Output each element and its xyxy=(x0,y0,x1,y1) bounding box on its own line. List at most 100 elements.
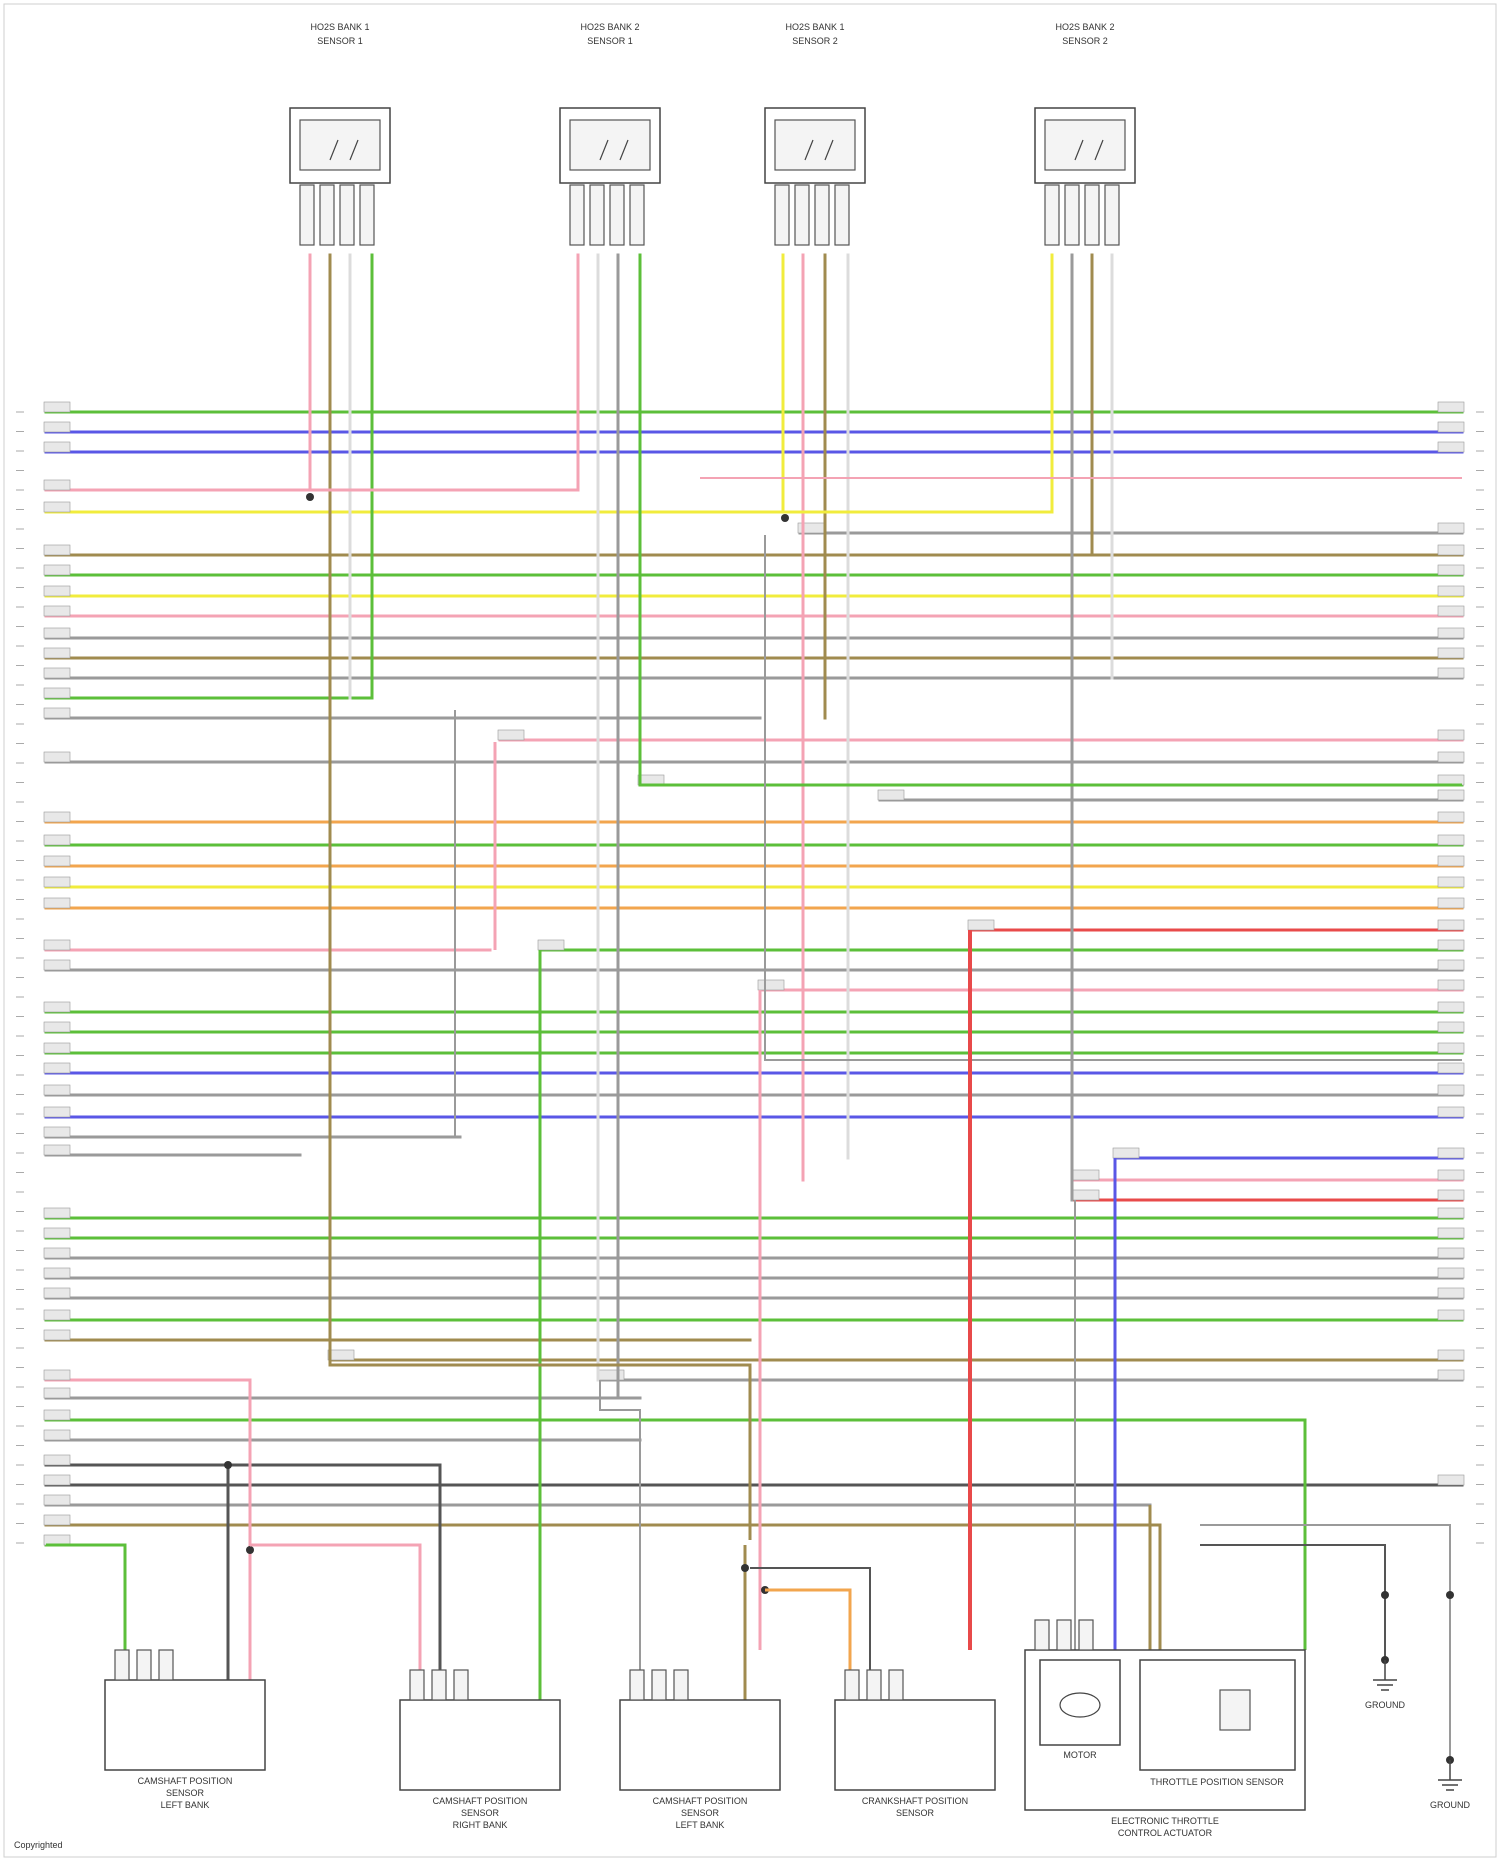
throttle-actuator-label-line-1: ELECTRONIC THROTTLE xyxy=(1111,1816,1219,1826)
wire-tag-right-1 xyxy=(1438,402,1464,412)
wire-tag-left-39 xyxy=(1073,1170,1099,1180)
wire-tag-left-43 xyxy=(44,1248,70,1258)
o2-sensor-1-pin-3 xyxy=(340,185,354,245)
o2-sensor-1-pin-2 xyxy=(320,185,334,245)
throttle-actuator-pin-3 xyxy=(1079,1620,1093,1650)
ground-1-label-line-1: GROUND xyxy=(1365,1700,1405,1710)
wire-tag-left-41 xyxy=(44,1208,70,1218)
o2-sensor-3-pin-1 xyxy=(775,185,789,245)
wire-tag-right-46 xyxy=(1438,1310,1464,1320)
wire-tag-right-35 xyxy=(1438,1107,1464,1117)
wire-tag-left-8 xyxy=(44,565,70,575)
wire-tag-left-30 xyxy=(44,1002,70,1012)
wire-tag-left-19 xyxy=(878,790,904,800)
wire-tag-left-26 xyxy=(44,940,70,950)
throttle-actuator-pin-2 xyxy=(1057,1620,1071,1650)
wire-tag-left-9 xyxy=(44,586,70,596)
camshaft-sensor-right-intake-pin-2 xyxy=(432,1670,446,1700)
wire-tag-right-30 xyxy=(1438,1002,1464,1012)
wire-tag-right-42 xyxy=(1438,1228,1464,1238)
wire-tag-left-33 xyxy=(44,1063,70,1073)
wire-tag-right-38 xyxy=(1438,1148,1464,1158)
camshaft-sensor-right-intake-label-line-3: RIGHT BANK xyxy=(453,1820,508,1830)
wire-tag-right-31 xyxy=(1438,1022,1464,1032)
wire-tag-left-7 xyxy=(44,545,70,555)
wire-tag-left-44 xyxy=(44,1268,70,1278)
camshaft-sensor-left-pin-3 xyxy=(159,1650,173,1680)
wire-tag-left-14 xyxy=(44,688,70,698)
crankshaft-sensor-label-line-2: SENSOR xyxy=(896,1808,935,1818)
wire-tag-left-13 xyxy=(44,668,70,678)
ground-2-label-line-1: GROUND xyxy=(1430,1800,1470,1810)
wire-tag-right-24 xyxy=(1438,898,1464,908)
throttle-actuator-pin-1 xyxy=(1035,1620,1049,1650)
crankshaft-sensor-label-line-1: CRANKSHAFT POSITION xyxy=(862,1796,968,1806)
camshaft-sensor-left-intake-pin-3 xyxy=(674,1670,688,1700)
wire-tag-left-27 xyxy=(538,940,564,950)
wire-tag-right-34 xyxy=(1438,1085,1464,1095)
wire-tag-left-17 xyxy=(44,752,70,762)
wire-tag-right-33 xyxy=(1438,1063,1464,1073)
wire-tag-right-9 xyxy=(1438,586,1464,596)
o2-sensor-1-label-line-2: SENSOR 1 xyxy=(317,36,363,46)
camshaft-sensor-left-label-line-1: CAMSHAFT POSITION xyxy=(138,1776,233,1786)
wire-tag-left-42 xyxy=(44,1228,70,1238)
wire-tag-right-19 xyxy=(1438,790,1464,800)
splice-dot-1 xyxy=(306,493,314,501)
o2-sensor-2-pin-4 xyxy=(630,185,644,245)
wire-tag-left-10 xyxy=(44,606,70,616)
wire-tag-right-23 xyxy=(1438,877,1464,887)
tps-label: THROTTLE POSITION SENSOR xyxy=(1150,1777,1284,1787)
watermark: Copyrighted xyxy=(14,1840,63,1850)
camshaft-sensor-left-intake-label-line-2: SENSOR xyxy=(681,1808,720,1818)
camshaft-sensor-right-intake-pin-1 xyxy=(410,1670,424,1700)
o2-sensor-4-pin-2 xyxy=(1065,185,1079,245)
wire-tag-right-48 xyxy=(1438,1350,1464,1360)
splice-dot-5 xyxy=(741,1564,749,1572)
camshaft-sensor-right-intake-label-line-2: SENSOR xyxy=(461,1808,500,1818)
o2-sensor-2-pin-2 xyxy=(590,185,604,245)
wire-tag-left-51 xyxy=(44,1388,70,1398)
o2-sensor-1-label-line-1: HO2S BANK 1 xyxy=(310,22,369,32)
wire-tag-left-46 xyxy=(44,1310,70,1320)
wire-tag-left-3 xyxy=(44,442,70,452)
splice-dot-3 xyxy=(224,1461,232,1469)
o2-sensor-2-element xyxy=(570,120,650,170)
splice-dot-7 xyxy=(1381,1591,1389,1599)
wire-tag-left-20 xyxy=(44,812,70,822)
tps-housing xyxy=(1140,1660,1295,1770)
camshaft-sensor-left-label-line-2: SENSOR xyxy=(166,1788,205,1798)
wire-tag-left-25 xyxy=(968,920,994,930)
wire-tag-left-53 xyxy=(44,1430,70,1440)
wire-tag-left-45 xyxy=(44,1288,70,1298)
wire-tag-right-27 xyxy=(1438,940,1464,950)
wire-tag-right-25 xyxy=(1438,920,1464,930)
wire-tag-left-57 xyxy=(44,1515,70,1525)
wire-tag-right-28 xyxy=(1438,960,1464,970)
wire-tag-left-52 xyxy=(44,1410,70,1420)
o2-sensor-4-pin-3 xyxy=(1085,185,1099,245)
wire-tag-left-21 xyxy=(44,835,70,845)
camshaft-sensor-left-intake-housing xyxy=(620,1700,780,1790)
o2-sensor-3-label-line-2: SENSOR 2 xyxy=(792,36,838,46)
wire-tag-right-40 xyxy=(1438,1190,1464,1200)
camshaft-sensor-right-intake-label-line-1: CAMSHAFT POSITION xyxy=(433,1796,528,1806)
wire-tag-right-10 xyxy=(1438,606,1464,616)
wire-tag-left-15 xyxy=(44,708,70,718)
wire-tag-right-21 xyxy=(1438,835,1464,845)
o2-sensor-3-pin-4 xyxy=(835,185,849,245)
camshaft-sensor-left-label-line-3: LEFT BANK xyxy=(161,1800,210,1810)
o2-sensor-3-pin-2 xyxy=(795,185,809,245)
wire-tag-left-31 xyxy=(44,1022,70,1032)
crankshaft-sensor-housing xyxy=(835,1700,995,1790)
wire-tag-right-32 xyxy=(1438,1043,1464,1053)
o2-sensor-2-pin-3 xyxy=(610,185,624,245)
wire-tag-left-32 xyxy=(44,1043,70,1053)
wire-tag-right-29 xyxy=(1438,980,1464,990)
o2-sensor-4-element xyxy=(1045,120,1125,170)
o2-sensor-3-pin-3 xyxy=(815,185,829,245)
o2-sensor-2-pin-1 xyxy=(570,185,584,245)
wire-tag-right-16 xyxy=(1438,730,1464,740)
wire-tag-left-55 xyxy=(44,1475,70,1485)
